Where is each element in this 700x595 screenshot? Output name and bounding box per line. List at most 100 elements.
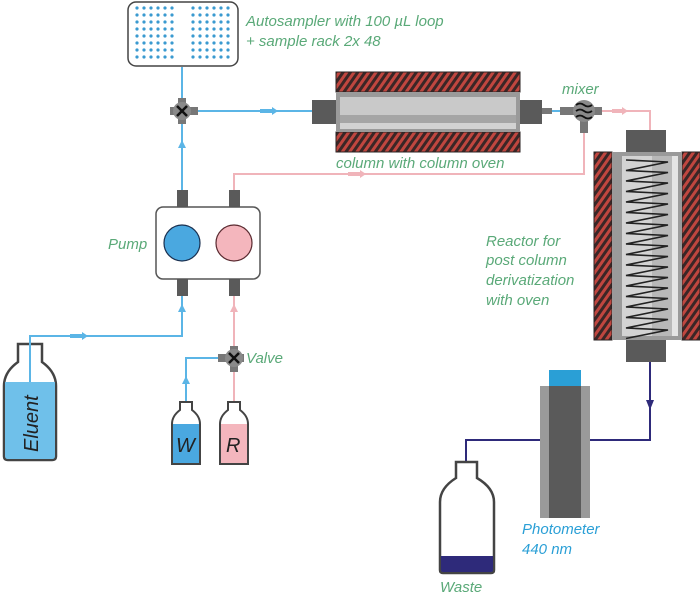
column-label: column with column oven (336, 155, 504, 172)
sample-vial (163, 55, 167, 59)
sample-vial (205, 34, 209, 38)
reagent-label: R (226, 435, 240, 457)
sample-vial (226, 6, 230, 10)
autosampler-label-1: Autosampler with 100 µL loop (245, 13, 444, 30)
flow-arrow (178, 140, 186, 148)
sample-vial (163, 48, 167, 52)
column-oven-bottom (335, 131, 521, 153)
switching-valve[interactable] (218, 346, 244, 372)
sample-vial (163, 27, 167, 31)
sample-vial (135, 55, 139, 59)
sample-vial (205, 6, 209, 10)
sample-vial (142, 20, 146, 24)
sample-vial (156, 20, 160, 24)
sample-vial (170, 6, 174, 10)
sample-vial (212, 13, 216, 17)
sample-vial (212, 34, 216, 38)
sample-vial (226, 27, 230, 31)
sample-vial (198, 20, 202, 24)
sample-vial (191, 55, 195, 59)
sample-vial (191, 6, 195, 10)
sample-vial (170, 55, 174, 59)
photometer[interactable] (540, 370, 590, 518)
sample-vial (156, 55, 160, 59)
sample-vial (149, 13, 153, 17)
reagent-bottle[interactable] (219, 401, 249, 465)
sample-vial (142, 48, 146, 52)
mixer[interactable] (560, 100, 602, 133)
sample-vial (226, 34, 230, 38)
column[interactable] (312, 71, 552, 153)
sample-vial (135, 20, 139, 24)
pump-label: Pump (108, 236, 147, 253)
sample-vial (198, 13, 202, 17)
sample-vial (149, 34, 153, 38)
sample-vial (219, 55, 223, 59)
sample-vial (198, 34, 202, 38)
sample-vial (156, 6, 160, 10)
sample-vial (212, 27, 216, 31)
sample-vial (142, 27, 146, 31)
photometer-label-2: 440 nm (522, 541, 572, 558)
sample-vial (156, 41, 160, 45)
sample-vial (212, 20, 216, 24)
sample-vial (219, 27, 223, 31)
water-label: W (176, 435, 197, 457)
photometer-label-1: Photometer (522, 521, 601, 538)
sample-vial (163, 34, 167, 38)
reagent-tubing (230, 107, 651, 405)
sample-vial (198, 41, 202, 45)
reactor-label-3: derivatization (486, 272, 574, 289)
sample-vial (219, 34, 223, 38)
sample-vial (170, 41, 174, 45)
eluent-bottle[interactable] (2, 340, 58, 462)
water-bottle[interactable] (171, 401, 201, 465)
column-oven-top (335, 71, 521, 93)
sample-vial (212, 41, 216, 45)
sample-vial (142, 13, 146, 17)
sample-vial (156, 27, 160, 31)
reactor-label-4: with oven (486, 292, 549, 309)
sample-vial (135, 6, 139, 10)
reactor-label-2: post column (485, 252, 567, 269)
autosampler[interactable] (127, 1, 239, 67)
autosampler-label-2: + sample rack 2x 48 (246, 33, 381, 50)
reactor-coil (625, 159, 669, 340)
sample-vial (226, 48, 230, 52)
sample-vial (142, 55, 146, 59)
pump-head-eluent (163, 224, 201, 262)
reactor[interactable] (593, 130, 700, 362)
sample-vial (163, 20, 167, 24)
sample-vial (149, 27, 153, 31)
flow-arrow (178, 304, 186, 312)
sample-vial (205, 20, 209, 24)
sample-vial (205, 55, 209, 59)
sample-vial (149, 41, 153, 45)
sample-vial (198, 27, 202, 31)
sample-vial (191, 20, 195, 24)
sample-vial (142, 34, 146, 38)
waste-label: Waste (440, 579, 482, 595)
sample-vial (170, 27, 174, 31)
flow-arrow (70, 334, 84, 338)
sample-vial (219, 20, 223, 24)
sample-vial (156, 34, 160, 38)
sample-vial (142, 6, 146, 10)
sample-vial (226, 41, 230, 45)
sample-vial (226, 20, 230, 24)
sample-vial (198, 55, 202, 59)
sample-vial (205, 41, 209, 45)
sample-vial (212, 55, 216, 59)
sample-vial (149, 48, 153, 52)
injection-valve[interactable] (170, 98, 198, 124)
sample-vial (219, 6, 223, 10)
valve-label: Valve (246, 350, 283, 367)
sample-vial (135, 13, 139, 17)
waste-bottle[interactable] (438, 460, 496, 575)
sample-vial (135, 41, 139, 45)
sample-vial (205, 27, 209, 31)
sample-vial (149, 20, 153, 24)
sample-vial (205, 13, 209, 17)
pump[interactable] (155, 190, 261, 296)
